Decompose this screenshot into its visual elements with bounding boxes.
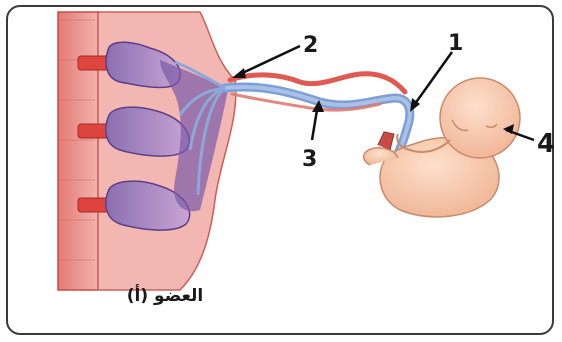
label-1: 1	[448, 31, 463, 56]
diagram-caption: العضو (أ)	[100, 286, 230, 306]
uterine-wall	[58, 12, 98, 290]
label-3: 3	[302, 147, 317, 172]
label-4: 4	[537, 129, 555, 159]
placenta-maternal-part	[78, 12, 236, 290]
label-2: 2	[303, 33, 318, 58]
